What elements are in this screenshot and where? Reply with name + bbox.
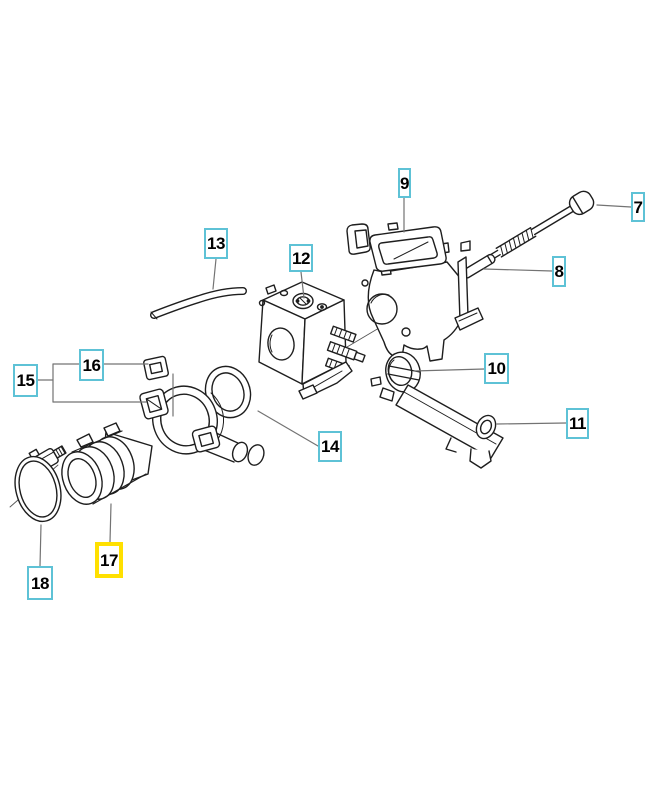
callout-16[interactable]: 16 bbox=[79, 349, 104, 381]
callout-7[interactable]: 7 bbox=[631, 192, 645, 222]
leader-line bbox=[212, 258, 217, 290]
part-hose-clamp bbox=[14, 445, 67, 523]
callout-11[interactable]: 11 bbox=[566, 408, 589, 439]
part-intake-boot bbox=[61, 422, 153, 505]
callout-14[interactable]: 14 bbox=[318, 431, 342, 462]
part-carburetor bbox=[258, 281, 366, 400]
callout-12[interactable]: 12 bbox=[289, 244, 313, 272]
leader-line bbox=[300, 271, 305, 299]
part-fuel-hose bbox=[150, 287, 247, 320]
part-intake-manifold bbox=[346, 222, 484, 362]
part-choke-bracket bbox=[395, 384, 504, 469]
part-clamp-small bbox=[143, 355, 169, 381]
leader-line bbox=[39, 524, 42, 567]
part-collar-assembly bbox=[139, 355, 265, 466]
leader-line bbox=[483, 268, 553, 272]
leader-lines bbox=[37, 197, 632, 567]
part-throttle-adjust-screw bbox=[490, 190, 595, 260]
leader-line bbox=[413, 368, 485, 372]
callout-8[interactable]: 8 bbox=[552, 256, 566, 287]
callout-15[interactable]: 15 bbox=[13, 364, 38, 397]
leader-line bbox=[257, 410, 319, 447]
leader-line bbox=[596, 204, 632, 208]
leader-line bbox=[496, 422, 567, 425]
part-seal-ring bbox=[204, 365, 252, 419]
callout-18[interactable]: 18 bbox=[27, 566, 53, 600]
leader-line bbox=[109, 503, 112, 543]
callout-9[interactable]: 9 bbox=[398, 168, 411, 198]
callout-13[interactable]: 13 bbox=[204, 228, 228, 259]
callout-17-selected[interactable]: 17 bbox=[95, 542, 123, 578]
callout-10[interactable]: 10 bbox=[484, 353, 509, 384]
